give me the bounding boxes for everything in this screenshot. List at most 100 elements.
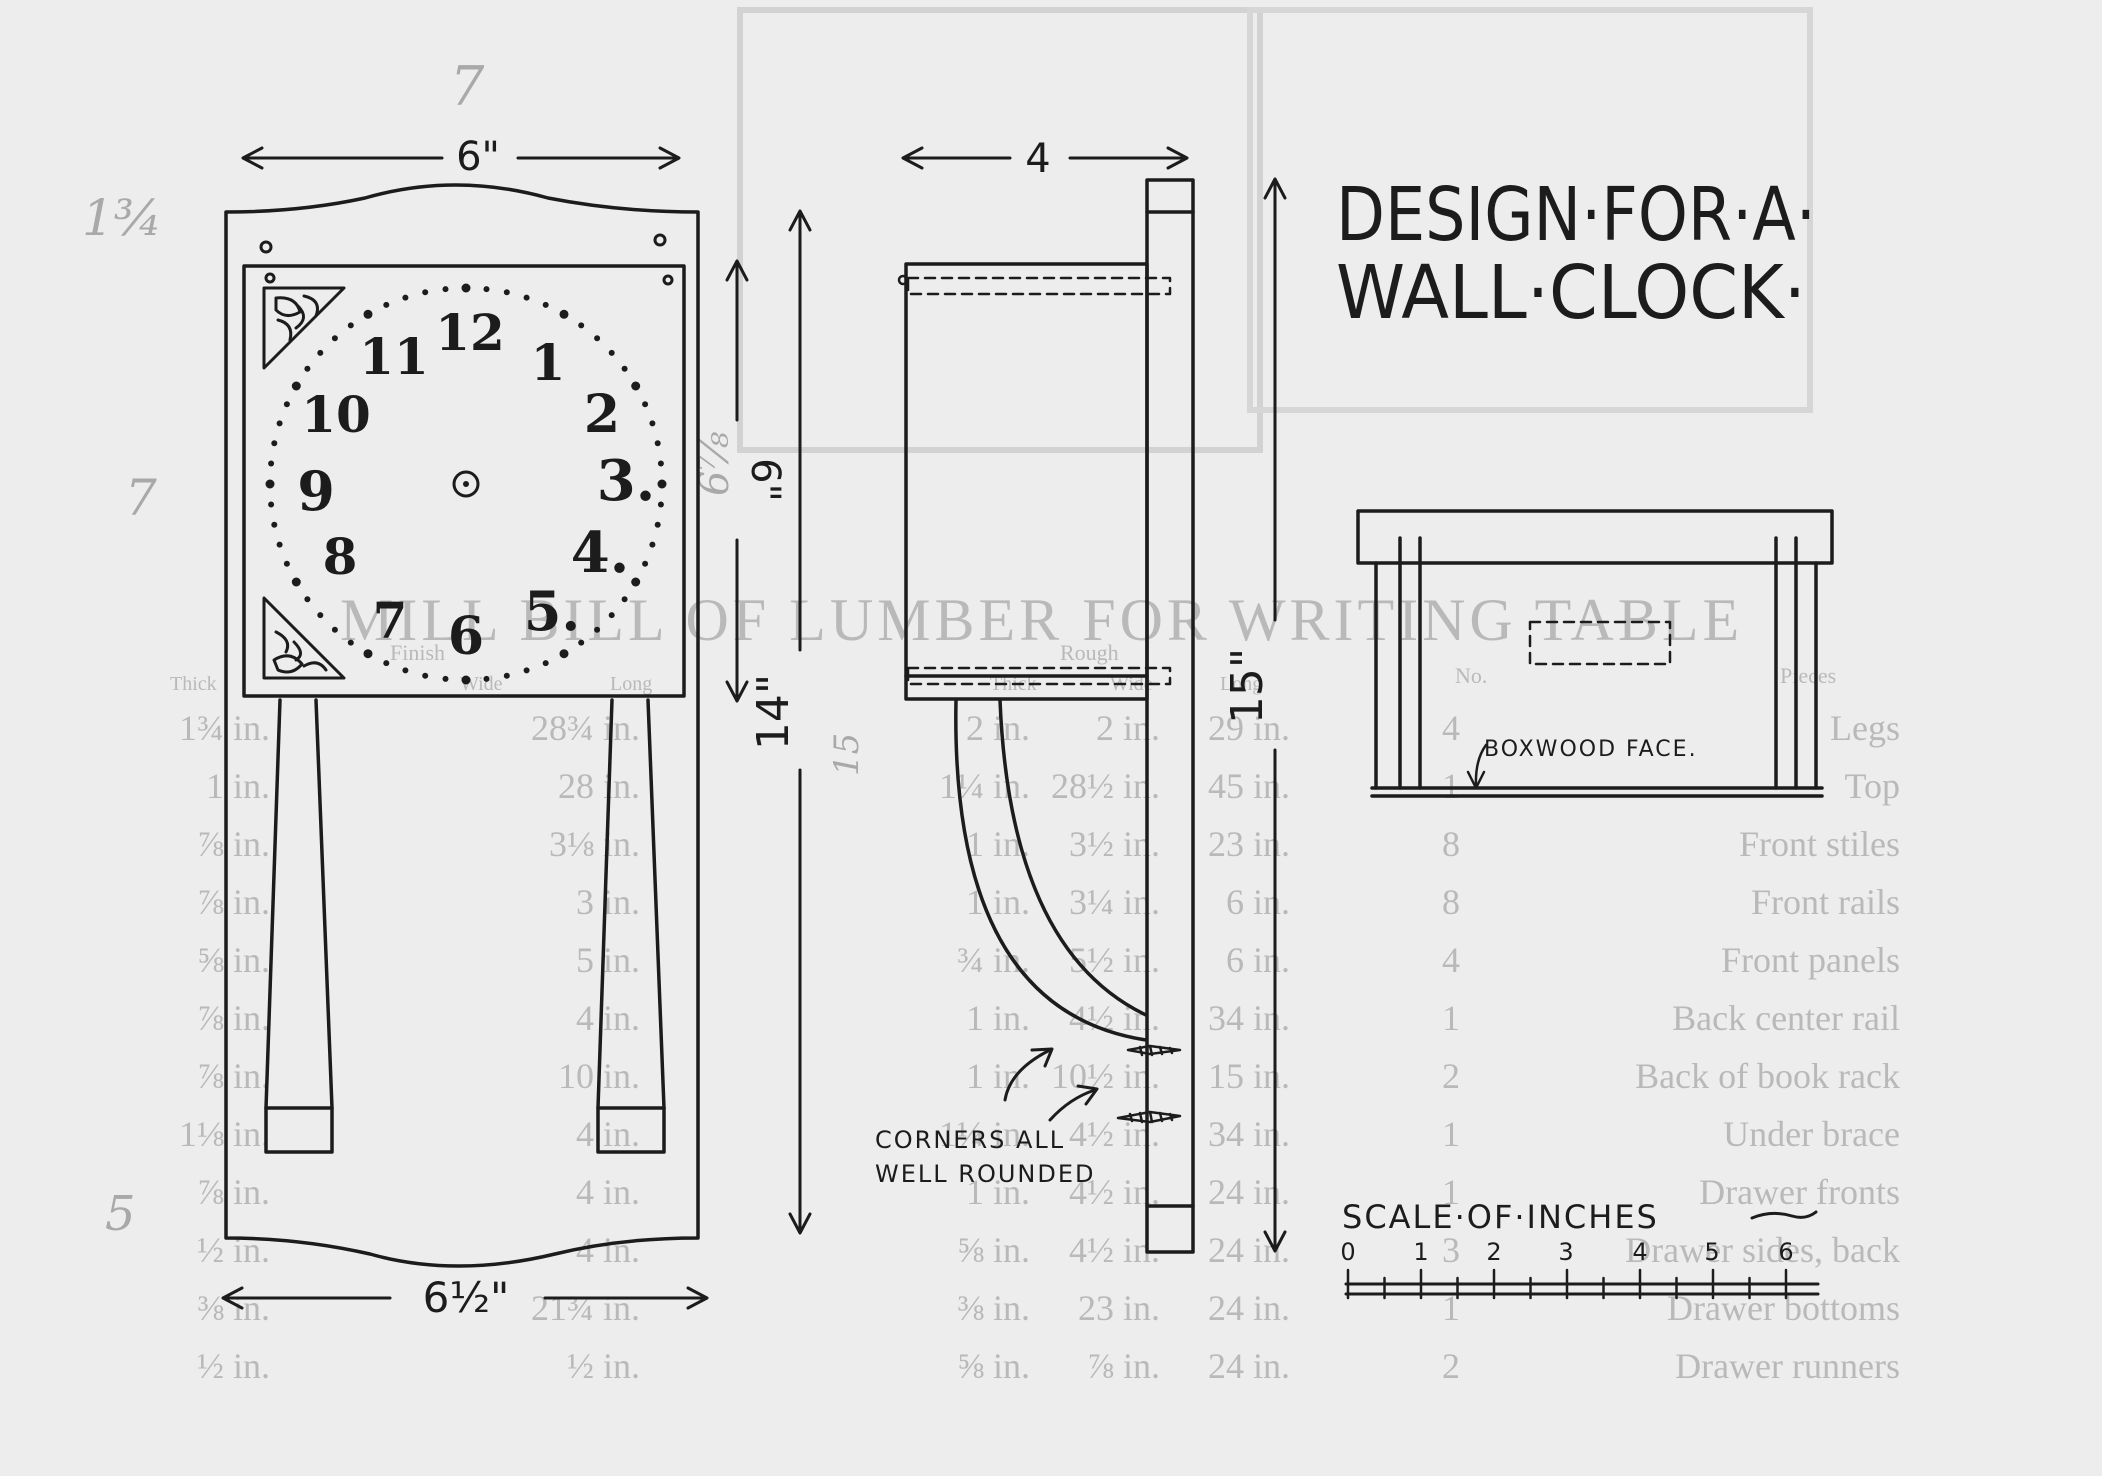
minute-dot [268, 460, 275, 467]
ghost-table-cell: ⅜ in. [197, 1288, 270, 1328]
minute-dot [523, 667, 530, 674]
ghost-table-cell: 4 [1442, 940, 1460, 980]
ghost-table-cell: 5½ in. [1069, 940, 1160, 980]
minute-dot [654, 440, 661, 447]
numeral-4: 4. [571, 520, 629, 586]
ghost-table-cell: 28¾ in. [531, 708, 640, 748]
numeral-5: 5. [524, 579, 580, 643]
pencil-mark: 7 [125, 469, 157, 527]
minute-dot [268, 501, 275, 508]
boxwood-face-label: BOXWOOD FACE. [1484, 737, 1698, 762]
minute-dot [276, 420, 283, 427]
ghost-table-cell: 24 in. [1208, 1346, 1290, 1386]
ghost-table-cell: 1 [1442, 998, 1460, 1038]
ghost-table-cell: 5 in. [576, 940, 640, 980]
back-board [1145, 178, 1195, 1254]
minute-dot [649, 541, 656, 548]
ghost-table-cell: ⅞ in. [197, 998, 270, 1038]
ghost-col-pieces: Pieces [1780, 663, 1836, 688]
hidden-shelf-lines [906, 276, 1172, 686]
ghost-table-cell: ¾ in. [957, 940, 1030, 980]
minute-dot [657, 501, 664, 508]
pencil-annotations: 7 1¾ 7 5 6⅞ 15 [82, 55, 867, 1242]
minute-dot [347, 322, 354, 329]
dial-center-dot [463, 481, 469, 487]
minute-dot [654, 521, 661, 528]
top-view: BOXWOOD FACE. [1356, 509, 1834, 798]
ghost-table-cell: 1¼ in. [939, 1114, 1030, 1154]
minute-dot [461, 283, 471, 293]
dim-label-width-top: 6" [456, 134, 500, 180]
ghost-table-cell: ⅜ in. [957, 1288, 1030, 1328]
minute-dot [461, 675, 471, 685]
ghost-table-cell: 8 [1442, 824, 1460, 864]
corner-ornament-top [262, 286, 346, 370]
ghost-table-cell: 3 [1442, 1230, 1460, 1270]
minute-dot [363, 649, 373, 659]
scale-tick-0: 0 [1340, 1238, 1355, 1266]
ghost-table-cell: 45 in. [1208, 766, 1290, 806]
ghost-sub-long-f: Long [610, 673, 652, 695]
ghost-table-cell: 1 [1442, 1172, 1460, 1212]
minute-dot [503, 672, 510, 679]
minute-dot [304, 596, 311, 603]
ghost-table-cell: 2 [1442, 1056, 1460, 1096]
numeral-1: 1 [531, 333, 566, 392]
ghost-table-cell: ⅝ in. [957, 1230, 1030, 1270]
numeral-6: 6 [448, 606, 484, 667]
minute-dot [283, 401, 290, 408]
scale-tick-2: 2 [1486, 1238, 1501, 1266]
ghost-table-cell: 24 in. [1208, 1230, 1290, 1270]
dial-center-arbor [452, 470, 480, 498]
corner-ornament-bottom [262, 596, 346, 680]
scale-tick-1: 1 [1413, 1238, 1428, 1266]
ghost-table-cell: Drawer sides, back [1625, 1230, 1900, 1270]
scale-tick-labels: 0 1 2 3 4 5 6 [1340, 1238, 1793, 1266]
minute-dot [657, 479, 667, 489]
pencil-mark: 1¾ [82, 189, 162, 247]
minute-dot [276, 541, 283, 548]
minute-dot [542, 660, 549, 667]
dim-label-width-bottom: 6½" [423, 1273, 510, 1322]
minute-dot [271, 440, 278, 447]
wood-screw-1 [1126, 1044, 1182, 1057]
minute-dot [523, 294, 530, 301]
ghost-table-cell: 3½ in. [1069, 824, 1160, 864]
ghost-table-cell: 1 in. [966, 882, 1030, 922]
minute-dot [621, 596, 628, 603]
case-body-side [904, 262, 1149, 701]
total-height-dimension [1263, 177, 1287, 1253]
minute-dot [271, 521, 278, 528]
screw-hole [653, 233, 667, 247]
dial-height-dimension [725, 259, 749, 703]
right-leg [596, 698, 666, 1154]
ghost-table-heading: MILL BILL OF LUMBER FOR WRITING TABLE [340, 587, 1743, 653]
minute-dot [631, 577, 641, 587]
ghost-table-cell: Drawer fronts [1699, 1172, 1900, 1212]
width-dimension-bottom [221, 1286, 709, 1310]
ghost-table-cell: 24 in. [1208, 1172, 1290, 1212]
scale-tick-5: 5 [1704, 1238, 1719, 1266]
minute-dot [422, 672, 429, 679]
dim-label-depth: 4 [1025, 136, 1050, 182]
ghost-table-cell: Front stiles [1739, 824, 1900, 864]
drawing-title: DESIGN·FOR·A· WALL·CLOCK· [1336, 172, 1816, 336]
minute-dot [347, 639, 354, 646]
ghost-table-cell: Front panels [1721, 940, 1900, 980]
ghost-table-cell: 15 in. [1208, 1056, 1290, 1096]
dim-label-dial-height: 6" [742, 458, 788, 502]
ghost-table-cell: ½ in. [567, 1346, 640, 1386]
ghost-table-cell: 8 [1442, 882, 1460, 922]
ghost-table-cell: 1 [1442, 1288, 1460, 1328]
pencil-mark: 5 [105, 1186, 136, 1242]
case-plan [1370, 536, 1824, 798]
ghost-table-cell: 2 in. [966, 708, 1030, 748]
numeral-7: 7 [373, 591, 408, 650]
front-view: 6" 12 1 2 3. 4. 5. 6 7 8 9 10 11 [221, 134, 788, 1322]
ghost-table-cell: 1 [1442, 766, 1460, 806]
clock-case-outline [224, 183, 700, 1268]
scale-label-flourish [1750, 1210, 1818, 1220]
ghost-table-cell: 4 in. [576, 1172, 640, 1212]
